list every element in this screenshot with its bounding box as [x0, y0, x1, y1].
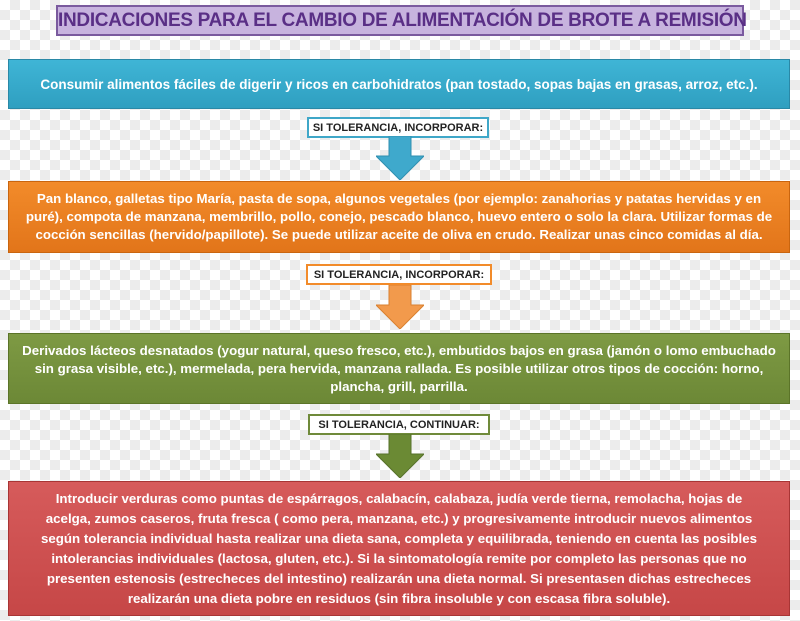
step-4-box: Introducir verduras como puntas de espár… [8, 481, 790, 616]
step-1-text: Consumir alimentos fáciles de digerir y … [40, 76, 758, 92]
connector-2-label: SI TOLERANCIA, INCORPORAR: [306, 264, 492, 285]
connector-1-label: SI TOLERANCIA, INCORPORAR: [307, 117, 489, 138]
step-1-box: Consumir alimentos fáciles de digerir y … [8, 59, 790, 109]
step-2-box: Pan blanco, galletas tipo María, pasta d… [8, 181, 790, 253]
page-title: INDICACIONES PARA EL CAMBIO DE ALIMENTAC… [56, 5, 747, 36]
connector-3-label: SI TOLERANCIA, CONTINUAR: [308, 414, 490, 435]
step-3-text: Derivados lácteos desnatados (yogur natu… [22, 342, 776, 394]
step-2-text: Pan blanco, galletas tipo María, pasta d… [25, 191, 773, 242]
step-4-text: Introducir verduras como puntas de espár… [40, 490, 758, 606]
down-arrow-icon [376, 434, 424, 478]
step-3-box: Derivados lácteos desnatados (yogur natu… [8, 333, 790, 404]
down-arrow-icon [376, 285, 424, 329]
down-arrow-icon [376, 136, 424, 180]
